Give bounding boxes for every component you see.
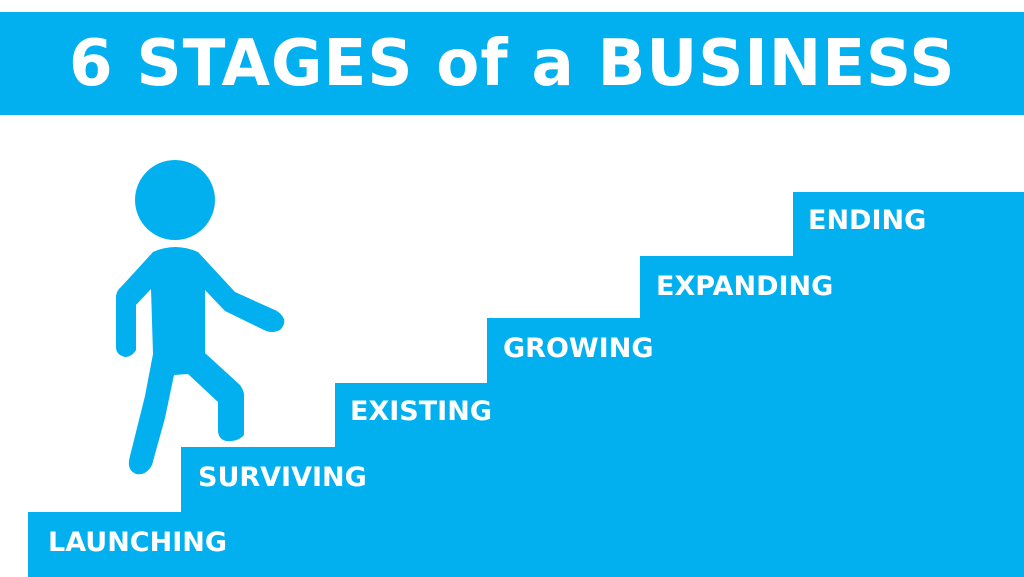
stage-label-surviving: SURVIVING (198, 462, 367, 493)
title-banner: 6 STAGES of a BUSINESS (0, 12, 1024, 115)
stage-label-launching: LAUNCHING (48, 527, 228, 558)
stage-label-growing: GROWING (503, 333, 654, 364)
stage-step-ending (793, 192, 1024, 577)
stage-label-expanding: EXPANDING (656, 271, 834, 302)
stage-label-ending: ENDING (808, 205, 927, 236)
stage-label-existing: EXISTING (350, 396, 492, 427)
page-title: 6 STAGES of a BUSINESS (68, 26, 956, 101)
